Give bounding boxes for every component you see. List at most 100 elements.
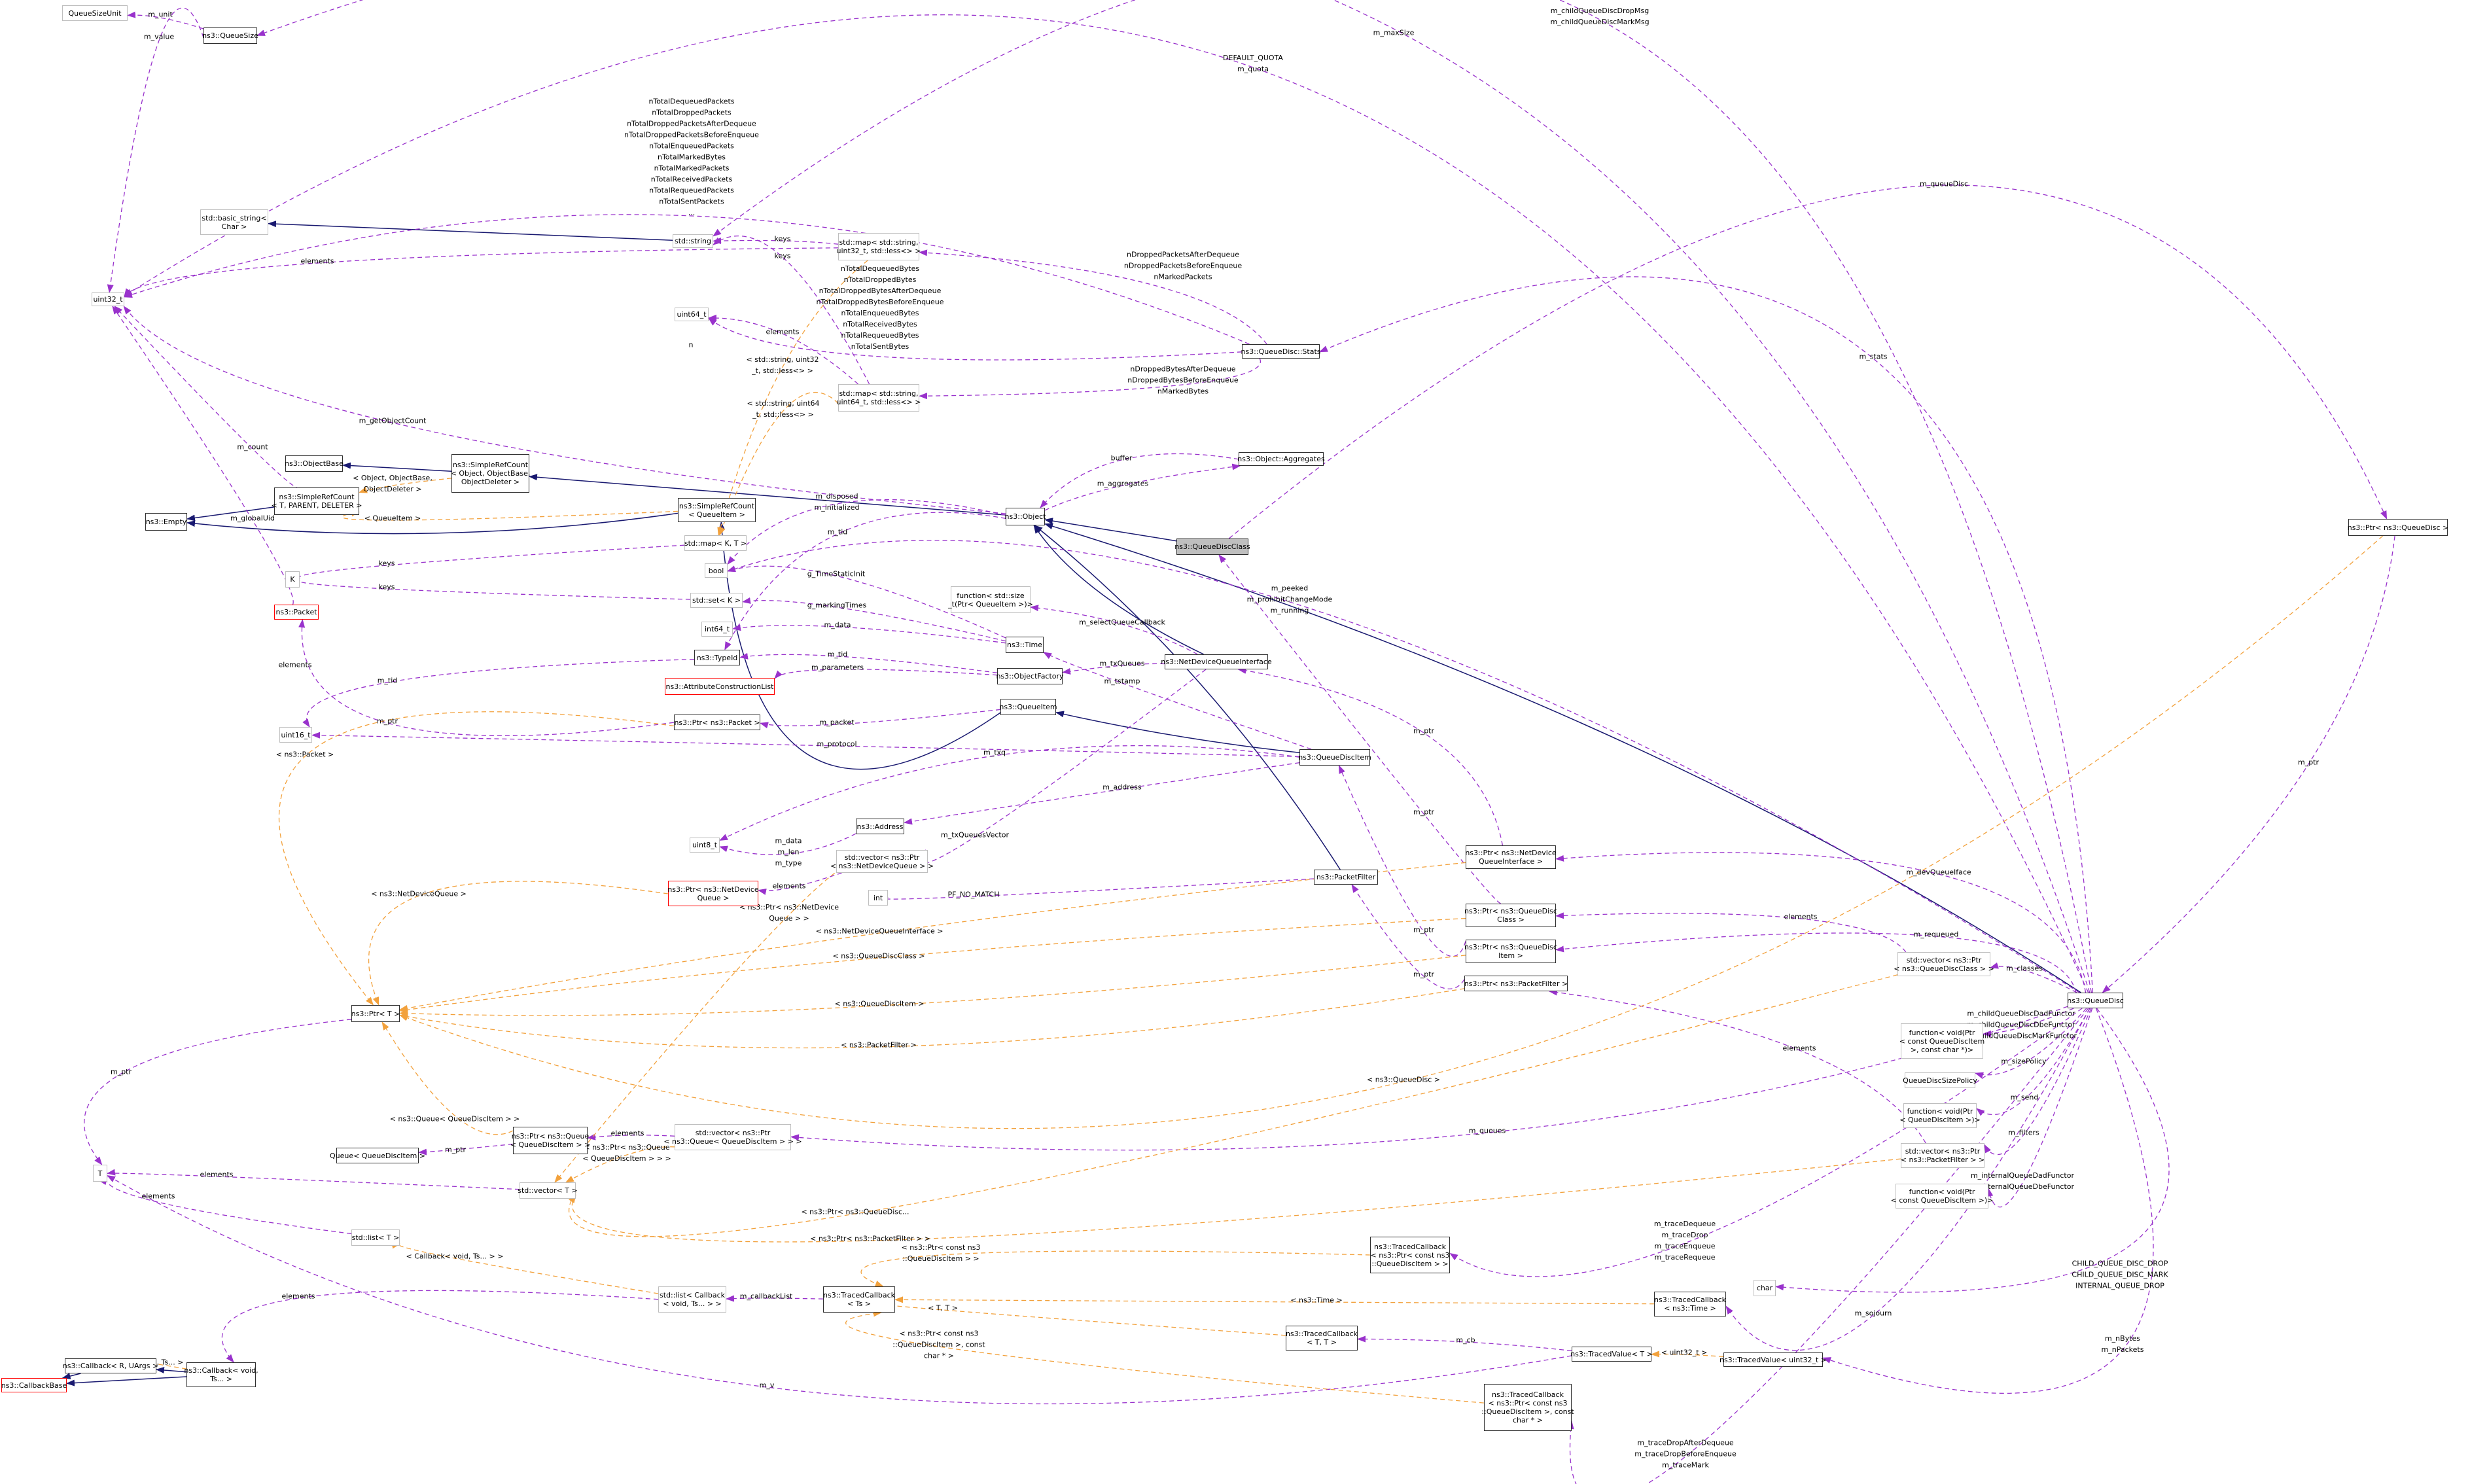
class-node-label: ObjectDeleter > bbox=[461, 478, 520, 486]
class-node-fn_dropmark[interactable]: function< void(Ptr< const QueueDiscItem>… bbox=[1899, 1023, 1984, 1059]
class-node-ndqi[interactable]: ns3::NetDeviceQueueInterface bbox=[1161, 654, 1272, 669]
class-node-label: std::vector< ns3::Ptr bbox=[844, 853, 920, 862]
class-node-char[interactable]: char bbox=[1754, 1280, 1776, 1296]
class-node-tc_time[interactable]: ns3::TracedCallback< ns3::Time > bbox=[1654, 1292, 1726, 1316]
class-node-map_u64[interactable]: std::map< std::string,uint64_t, std::les… bbox=[837, 384, 921, 412]
edge-inh-src_tpd-empty bbox=[186, 506, 275, 521]
class-node-qdclass[interactable]: ns3::QueueDiscClass bbox=[1174, 539, 1250, 555]
class-node-vec_ndq[interactable]: std::vector< ns3::Ptr< ns3::NetDeviceQue… bbox=[830, 850, 934, 873]
class-node-time[interactable]: ns3::Time bbox=[1006, 637, 1044, 653]
class-node-tv_t[interactable]: ns3::TracedValue< T > bbox=[1570, 1347, 1653, 1362]
class-node-vec_t[interactable]: std::vector< T > bbox=[518, 1182, 578, 1199]
edge-use-time-bool bbox=[727, 565, 1006, 639]
class-node-bool[interactable]: bool bbox=[705, 563, 728, 578]
edge-use-queuedisc-vec_queue_qdi bbox=[790, 1006, 2068, 1151]
class-node-stats[interactable]: ns3::QueueDisc::Stats bbox=[1241, 344, 1321, 359]
class-node-str[interactable]: std::string bbox=[673, 234, 713, 248]
class-node-addr[interactable]: ns3::Address bbox=[856, 819, 904, 834]
class-node-label: function< std::size bbox=[957, 591, 1025, 600]
class-node-ptr_t[interactable]: ns3::Ptr< T > bbox=[351, 1005, 400, 1022]
class-node-aggr[interactable]: ns3::Object::Aggregates bbox=[1237, 452, 1325, 466]
edge-tmpl-map_u64-map_kt bbox=[718, 392, 839, 536]
edge-inh-pf-object bbox=[1034, 525, 1341, 870]
edge-tmpl-ptr_qd-ptr_t bbox=[399, 535, 2384, 1129]
class-node-tc_pcqdi[interactable]: ns3::TracedCallback< ns3::Ptr< const ns3… bbox=[1370, 1237, 1450, 1273]
class-node-qitem[interactable]: ns3::QueueItem bbox=[999, 699, 1057, 715]
edge-tmpl-ptr_packet-ptr_t bbox=[278, 711, 675, 1006]
edge-use-objfac-acl bbox=[774, 669, 998, 679]
class-node-T[interactable]: T bbox=[93, 1165, 107, 1182]
edge-tmpl-vec_qdc-vec_t bbox=[568, 974, 1898, 1237]
class-node-label: ns3::TracedCallback bbox=[1492, 1390, 1564, 1399]
class-node-ptr_queue_qdi[interactable]: ns3::Ptr< ns3::Queue< QueueDiscItem > > bbox=[510, 1127, 590, 1154]
class-node-fn_size[interactable]: function< std::size_t(Ptr< QueueItem >)> bbox=[948, 586, 1033, 613]
class-node-set_k[interactable]: std::set< K > bbox=[690, 593, 743, 608]
edge-use-ptr_t-T bbox=[84, 1019, 352, 1165]
class-node-cb_void[interactable]: ns3::Callback< void,Ts... > bbox=[184, 1362, 258, 1387]
class-node-src_qi[interactable]: ns3::SimpleRefCount< QueueItem > bbox=[678, 498, 756, 522]
edge-use-vec_qdc-ptr_qdc bbox=[1555, 912, 1907, 953]
edge-use-queuedisc-vec_pf bbox=[1984, 1008, 2092, 1156]
class-node-map_u32[interactable]: std::map< std::string,uint32_t, std::les… bbox=[837, 233, 921, 260]
class-node-fn_cqdi[interactable]: function< void(Ptr< const QueueDiscItem … bbox=[1891, 1184, 1993, 1209]
class-node-acl[interactable]: ns3::AttributeConstructionList bbox=[665, 678, 775, 695]
class-node-int[interactable]: int bbox=[868, 890, 888, 906]
edge-use-ptr_packet-packet bbox=[298, 619, 675, 737]
edge-tmpl-cb_void-cb_ru bbox=[148, 1359, 187, 1369]
class-node-cb_ru[interactable]: ns3::Callback< R, UArgs > bbox=[63, 1358, 158, 1373]
class-node-pf[interactable]: ns3::PacketFilter bbox=[1314, 870, 1378, 885]
edge-tmpl-ptr_qdi-ptr_t bbox=[399, 955, 1466, 1017]
class-node-ptr_qd[interactable]: ns3::Ptr< ns3::QueueDisc > bbox=[2348, 519, 2448, 536]
class-node-vec_pf[interactable]: std::vector< ns3::Ptr< ns3::PacketFilter… bbox=[1901, 1143, 1984, 1168]
class-node-qdsp[interactable]: QueueDiscSizePolicy bbox=[1903, 1072, 1977, 1088]
class-node-fn_qdi[interactable]: function< void(Ptr< QueueDiscItem >)> bbox=[1899, 1103, 1981, 1128]
class-node-u16[interactable]: uint16_t bbox=[279, 727, 312, 743]
class-node-tv_u32[interactable]: ns3::TracedValue< uint32_t > bbox=[1720, 1352, 1827, 1367]
edge-use-ndqi-vec_ndq bbox=[918, 669, 1207, 864]
class-node-qditem[interactable]: ns3::QueueDiscItem bbox=[1298, 749, 1371, 766]
class-node-u8[interactable]: uint8_t bbox=[690, 838, 720, 853]
class-node-u64[interactable]: uint64_t bbox=[675, 308, 709, 321]
class-node-vec_queue_qdi[interactable]: std::vector< ns3::Ptr< ns3::Queue< Queue… bbox=[663, 1124, 802, 1150]
class-node-src_obj[interactable]: ns3::SimpleRefCount< Object, ObjectBase,… bbox=[451, 454, 530, 493]
class-node-tc_qdi_char[interactable]: ns3::TracedCallback< ns3::Ptr< const ns3… bbox=[1481, 1384, 1574, 1431]
class-node-empty[interactable]: ns3::Empty bbox=[145, 513, 187, 531]
class-node-list_cb[interactable]: std::list< Callback< void, Ts... > > bbox=[658, 1286, 726, 1313]
edge-use-queuedisc-fn_cqdi bbox=[1986, 1008, 2093, 1208]
class-node-queuedisc[interactable]: ns3::QueueDisc bbox=[2067, 993, 2124, 1008]
class-node-packet[interactable]: ns3::Packet bbox=[274, 605, 319, 620]
class-node-queue_qdi[interactable]: Queue< QueueDiscItem > bbox=[330, 1148, 425, 1163]
class-node-u32[interactable]: uint32_t bbox=[92, 292, 124, 306]
class-node-label: ns3::Ptr< ns3::NetDevice bbox=[1465, 849, 1557, 857]
class-node-bstr[interactable]: std::basic_string<Char > bbox=[200, 209, 268, 235]
class-node-vec_qdc[interactable]: std::vector< ns3::Ptr< ns3::QueueDiscCla… bbox=[1894, 952, 1994, 976]
class-node-objfac[interactable]: ns3::ObjectFactory bbox=[996, 668, 1064, 684]
class-node-label: ns3::AttributeConstructionList bbox=[665, 682, 774, 691]
class-node-label: ns3::Ptr< T > bbox=[351, 1009, 400, 1018]
class-node-ptr_packet[interactable]: ns3::Ptr< ns3::Packet > bbox=[674, 715, 760, 730]
class-node-label: ns3::SimpleRefCount bbox=[279, 493, 355, 501]
class-node-objbase[interactable]: ns3::ObjectBase bbox=[285, 455, 344, 472]
class-node-label: ::QueueDiscItem > > bbox=[1371, 1259, 1449, 1268]
class-node-ptr_pf[interactable]: ns3::Ptr< ns3::PacketFilter > bbox=[1464, 976, 1568, 991]
class-node-src_tpd[interactable]: ns3::SimpleRefCount< T, PARENT, DELETER … bbox=[272, 487, 362, 515]
class-node-list_t[interactable]: std::list< T > bbox=[351, 1229, 400, 1246]
class-node-cbbase[interactable]: ns3::CallbackBase bbox=[1, 1378, 67, 1392]
class-node-map_kt[interactable]: std::map< K, T > bbox=[684, 535, 747, 551]
class-node-qsu[interactable]: QueueSizeUnit bbox=[62, 5, 128, 21]
class-node-qs[interactable]: ns3::QueueSize bbox=[202, 27, 258, 44]
class-node-tc_tt[interactable]: ns3::TracedCallback< T, T > bbox=[1286, 1326, 1358, 1351]
class-node-object[interactable]: ns3::Object bbox=[1005, 508, 1046, 525]
edge-inh-qditem-qitem bbox=[1055, 711, 1300, 753]
class-node-typeid[interactable]: ns3::TypeId bbox=[694, 650, 740, 665]
class-node-i64[interactable]: int64_t bbox=[701, 622, 733, 637]
class-node-K[interactable]: K bbox=[285, 571, 300, 588]
class-node-tcb_ts[interactable]: ns3::TracedCallback< Ts > bbox=[823, 1286, 895, 1313]
edge-use-pf-int bbox=[879, 878, 1314, 902]
class-node-label: Queue< QueueDiscItem > bbox=[329, 1151, 426, 1160]
edge-use-stats-map_u64 bbox=[919, 358, 1261, 400]
